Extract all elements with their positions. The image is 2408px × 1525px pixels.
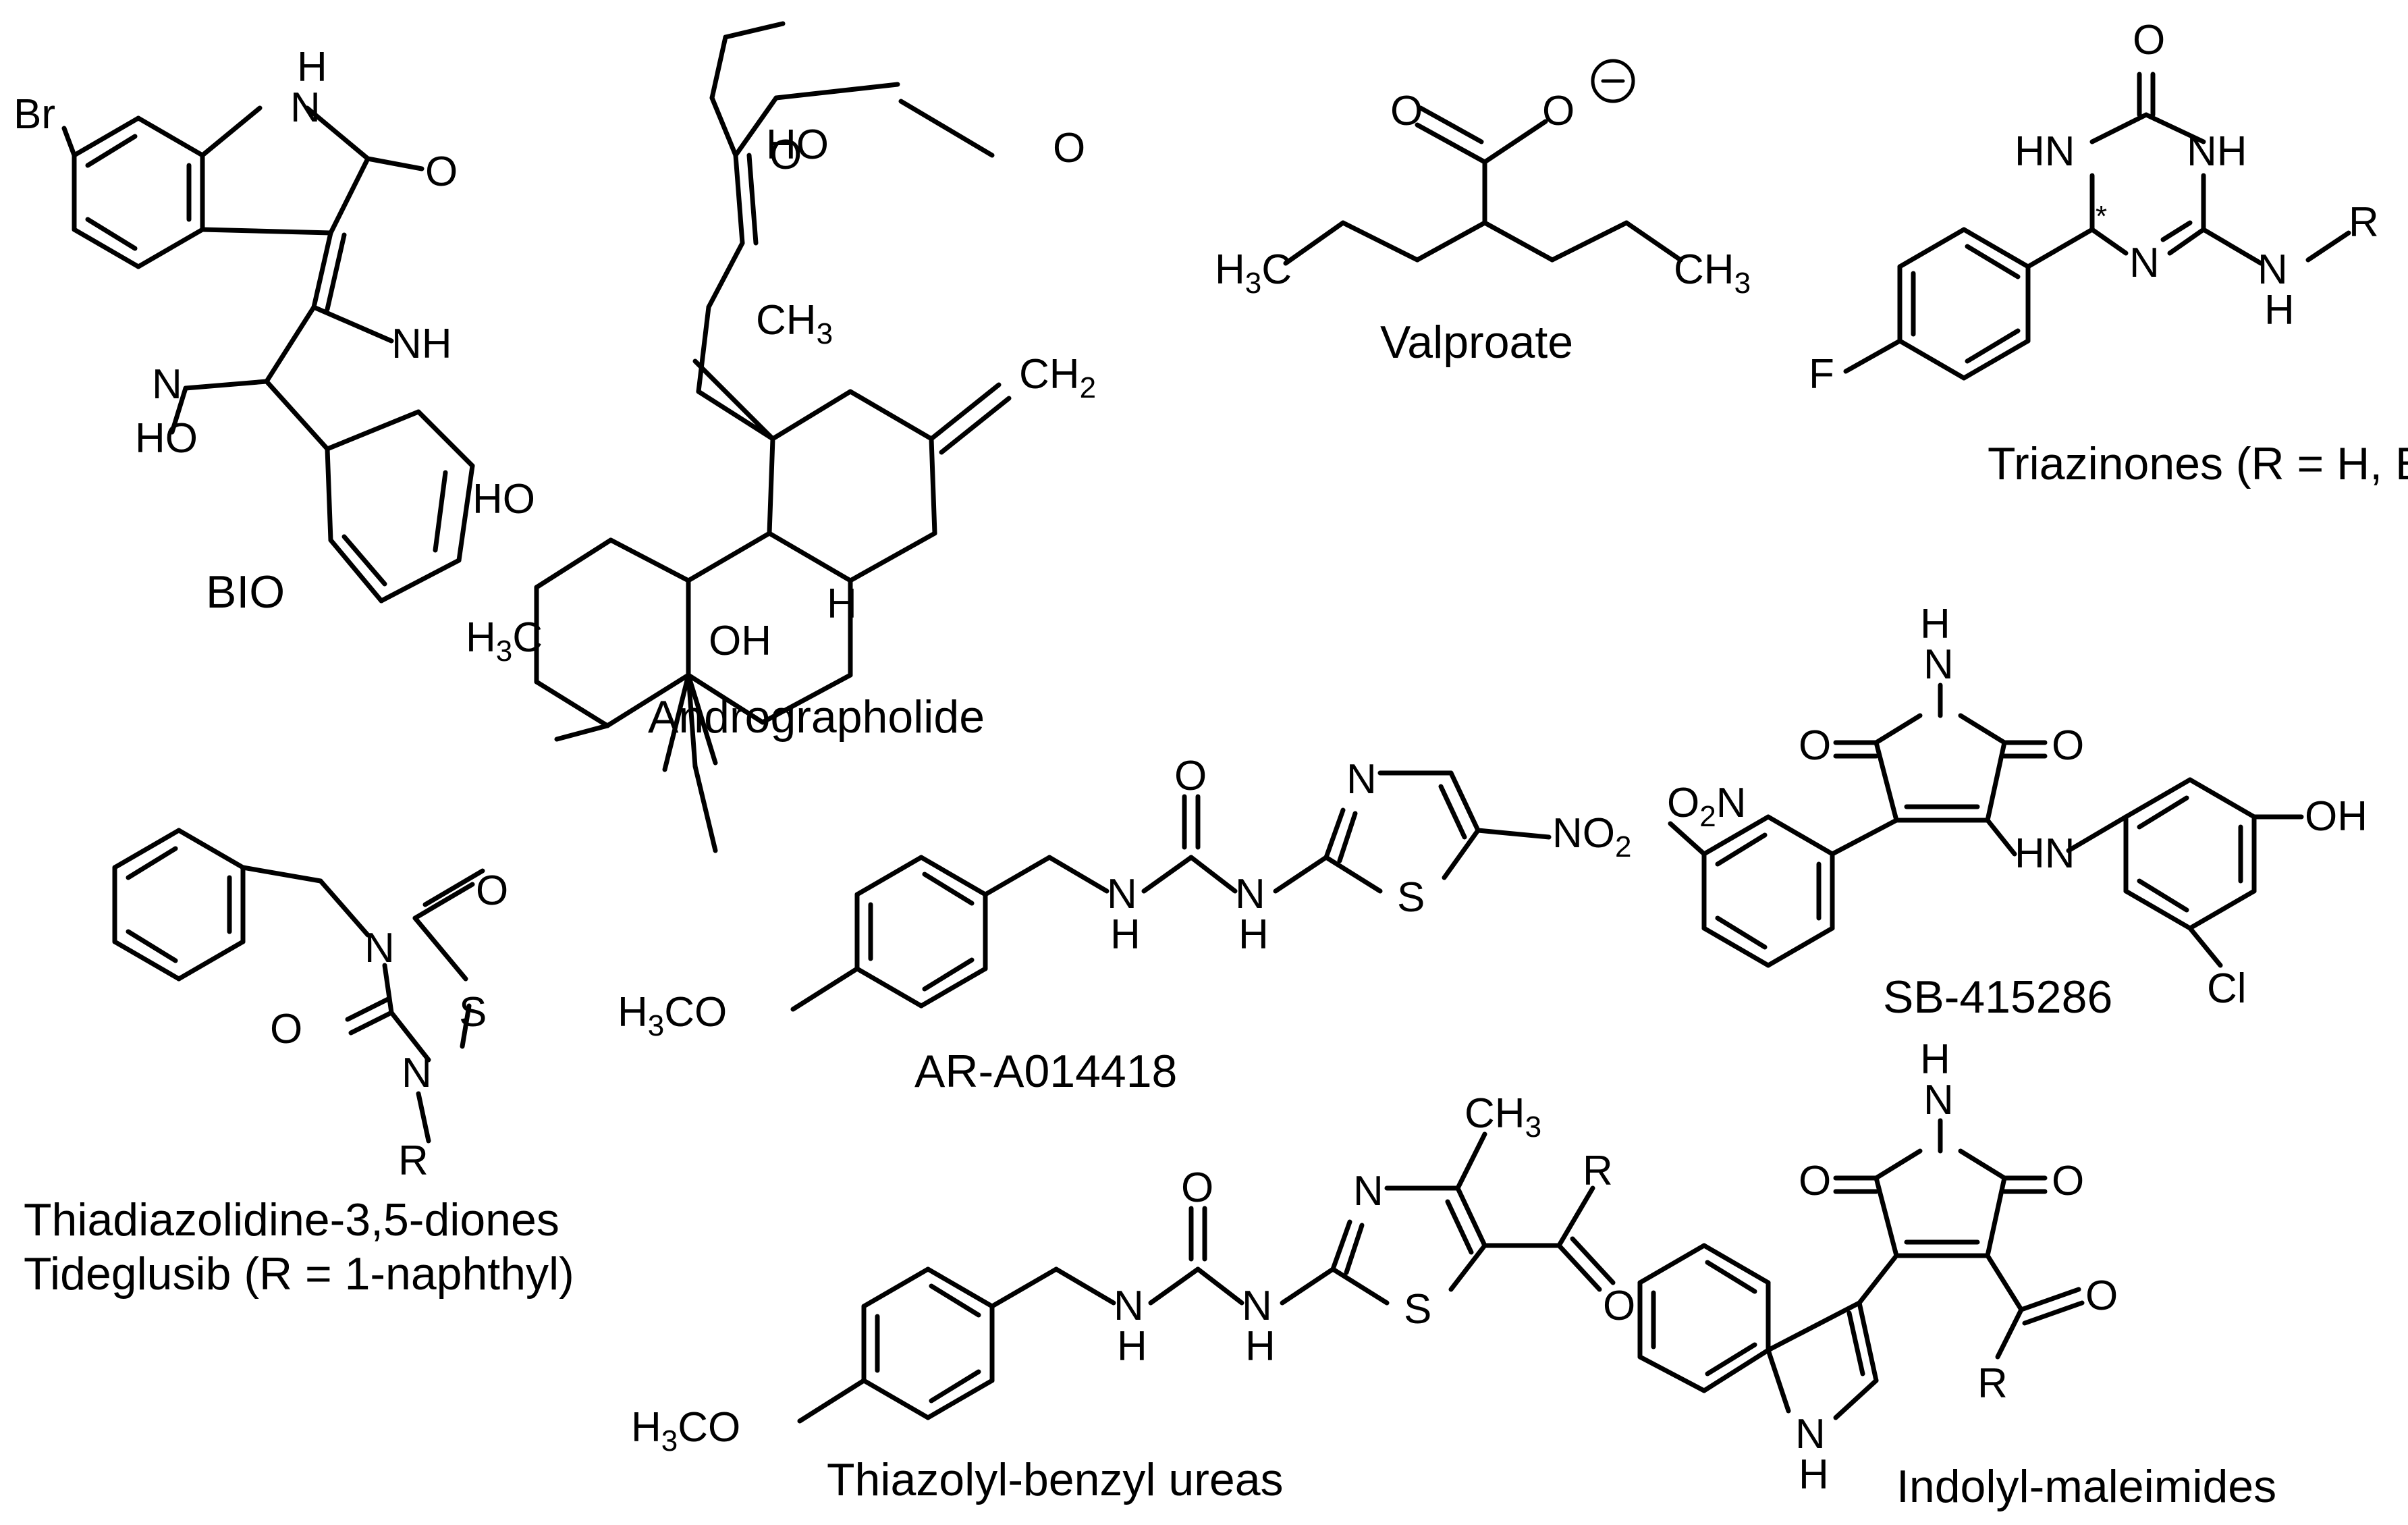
atom-o: O (270, 1006, 302, 1052)
atom-n: N (1795, 1411, 1826, 1457)
structure-sb-415286: H N O O O2N HN OH Cl (1667, 601, 2368, 1012)
atom-o: O (2052, 1158, 2084, 1204)
atom-ch3: CH3 (1674, 246, 1751, 300)
atom-h: H (1238, 911, 1269, 958)
structure-thiazolyl-benzyl-ureas: O N S CH3 R O N H N H H3CO (631, 1090, 1635, 1457)
atom-s: S (459, 989, 487, 1036)
atom-o: O (1799, 1158, 1831, 1204)
caption-bio: BIO (206, 566, 285, 618)
atom-n: N (402, 1050, 432, 1096)
atom-o: O (1799, 722, 1831, 769)
atom-nh: NH (391, 321, 452, 367)
atom-n: N (1353, 1168, 1384, 1214)
negative-charge-icon (1591, 59, 1635, 103)
atom-h: H (1920, 1036, 1950, 1083)
atom-ho: HO (135, 415, 198, 462)
atom-n: N (1923, 641, 1954, 688)
atom-h: H (1799, 1451, 1829, 1498)
atom-n: N (290, 84, 321, 131)
atom-ho: HO (766, 122, 829, 168)
atom-r: R (1583, 1148, 1613, 1194)
atom-no2: NO2 (1552, 810, 1632, 863)
caption-ar-a014418: AR-A014418 (914, 1046, 1177, 1097)
caption-sb-415286: SB-415286 (1883, 971, 2112, 1023)
atom-n: N (2258, 246, 2288, 293)
atom-o: O (1603, 1283, 1635, 1329)
atom-o: O (1053, 125, 1085, 171)
caption-indolyl-maleimides: Indolyl-maleimides (1896, 1461, 2276, 1512)
atom-h3co: H3CO (618, 989, 727, 1042)
atom-h3c: H3C (466, 614, 543, 668)
atom-h: H (2264, 287, 2295, 333)
atom-r: R (2349, 199, 2379, 246)
structure-andrographolide: O O HO CH3 CH2 HO H H3C OH (466, 21, 1096, 853)
atom-s: S (1397, 874, 1425, 921)
atom-r: R (1977, 1360, 2008, 1407)
atom-o: O (476, 867, 508, 914)
atom-o: O (425, 149, 458, 195)
chiral-star: * (2096, 200, 2107, 233)
structure-indolyl-maleimides: H N O O O R N H (1637, 1036, 2118, 1498)
atom-nh: NH (2187, 128, 2247, 175)
atom-h3co: H3CO (631, 1404, 740, 1457)
structure-bio: Br H N O NH N HO (13, 44, 475, 604)
structure-ar-a014418: O N S N H N H NO2 H3CO (618, 753, 1632, 1042)
atom-h3c: H3C (1215, 246, 1292, 300)
structure-valproate: O O H3C CH3 (1215, 59, 1751, 300)
atom-oh: OH (2305, 793, 2368, 840)
atom-n: N (364, 925, 395, 971)
caption-thiadiazolidinediones: Thiadiazolidine-3,5-diones (24, 1194, 559, 1246)
atom-o2n: O2N (1667, 780, 1747, 833)
structure-thiadiazolidinediones: N O S O N R (112, 828, 508, 1184)
caption-andrographolide: Andrographolide (648, 691, 985, 743)
atom-n: N (1242, 1283, 1272, 1329)
caption-thiazolyl-benzyl-ureas: Thiazolyl-benzyl ureas (827, 1454, 1284, 1505)
structure-triazinones: O HN NH * N N H R F (1809, 17, 2379, 398)
atom-n: N (1235, 871, 1265, 917)
atom-h: H (1920, 601, 1950, 647)
atom-f: F (1809, 351, 1834, 398)
atom-ho: HO (472, 476, 535, 523)
atom-o: O (2085, 1273, 2118, 1319)
atom-h: H (1245, 1323, 1276, 1370)
atom-o: O (1542, 88, 1575, 134)
atom-ch3: CH3 (756, 297, 833, 350)
atom-n: N (2129, 240, 2160, 286)
atom-br: Br (13, 91, 55, 138)
atom-h: H (1110, 911, 1141, 958)
atom-ch2: CH2 (1019, 351, 1096, 404)
atom-r: R (398, 1138, 429, 1184)
caption-tideglusib: Tideglusib (R = 1-naphthyl) (24, 1248, 574, 1300)
atom-n: N (1346, 756, 1377, 803)
atom-ch3: CH3 (1465, 1090, 1541, 1144)
atom-o: O (1181, 1165, 1213, 1211)
atom-h: H (1117, 1323, 1147, 1370)
atom-o: O (769, 132, 802, 178)
atom-o: O (1390, 88, 1423, 134)
caption-triazinones: Triazinones (R = H, Et, nPr) (1988, 438, 2408, 489)
atom-s: S (1404, 1286, 1431, 1333)
atom-oh: OH (709, 618, 771, 664)
atom-o: O (1174, 753, 1207, 799)
atom-h: H (297, 44, 327, 90)
atom-n: N (1107, 871, 1137, 917)
caption-valproate: Valproate (1380, 317, 1573, 368)
atom-h: H (827, 581, 857, 627)
atom-cl: Cl (2207, 965, 2247, 1012)
atom-n: N (1923, 1077, 1954, 1123)
atom-hn: HN (2015, 830, 2075, 877)
atom-o: O (2133, 17, 2165, 63)
atom-o: O (2052, 722, 2084, 769)
atom-n: N (1114, 1283, 1144, 1329)
atom-n: N (152, 361, 182, 408)
atom-hn: HN (2015, 128, 2075, 175)
